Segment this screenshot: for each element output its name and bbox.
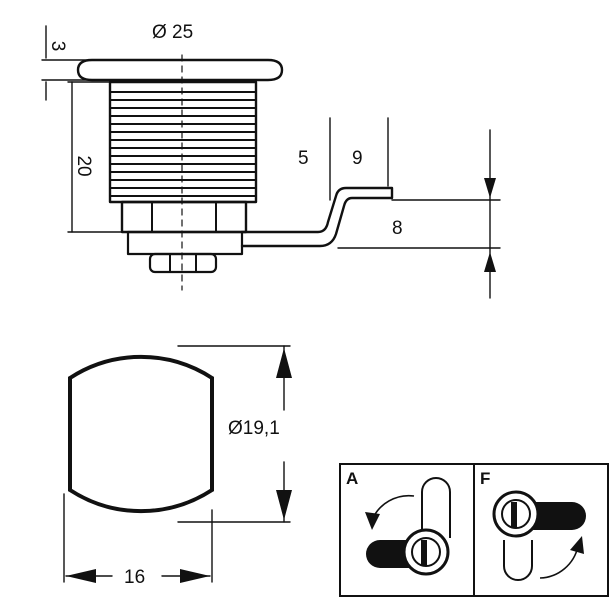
- cam-lock-side-view: [41, 25, 501, 299]
- panel-f-letter: F: [480, 469, 490, 488]
- panel-cutout-view: [63, 345, 292, 583]
- cam-stem: [148, 252, 218, 274]
- keyhole-diameter-label: Ø19,1: [228, 418, 280, 439]
- panel-f-diagram: [492, 490, 586, 581]
- panel-a-letter: A: [346, 469, 358, 488]
- keyhole-width-label: 16: [124, 567, 145, 588]
- cam-offset-a-label: 5: [298, 148, 309, 169]
- cam-drop-label: 8: [392, 218, 403, 239]
- body-length-label: 20: [73, 155, 94, 176]
- threaded-body: [108, 80, 258, 204]
- cutout-outline: [68, 354, 214, 514]
- washer: [126, 230, 244, 256]
- cam-offset-b-label: 9: [352, 148, 363, 169]
- head-thickness-label: 3: [47, 41, 68, 52]
- head-diameter-label: Ø 25: [152, 22, 193, 43]
- cam-lever: [240, 186, 394, 248]
- hex-nut: [120, 200, 248, 234]
- rotation-panels: [339, 463, 609, 597]
- lock-head: [76, 58, 284, 82]
- panel-a-diagram: [365, 477, 451, 576]
